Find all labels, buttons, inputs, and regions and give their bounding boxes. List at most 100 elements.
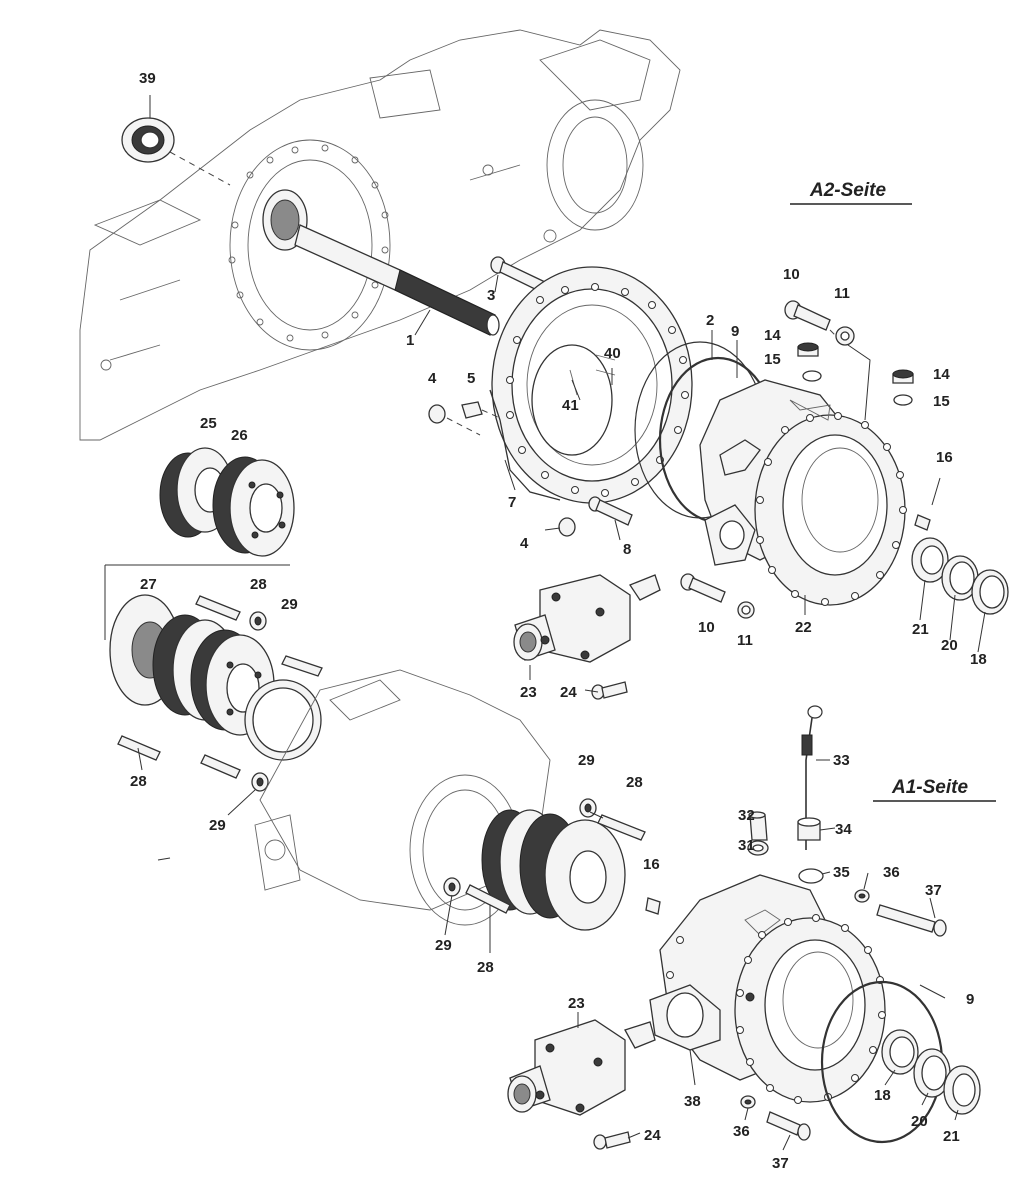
callout-18-upper: 18	[970, 651, 987, 668]
callout-4-upper: 4	[428, 370, 437, 387]
drive-shaft-part-1	[262, 189, 500, 336]
bearing-part-39	[121, 95, 231, 186]
callout-28-right: 28	[626, 774, 643, 791]
callout-10-upper: 10	[783, 266, 800, 283]
callout-9-upper: 9	[731, 323, 739, 340]
callout-31: 31	[738, 837, 755, 854]
bolt-part-24-lower	[593, 1131, 631, 1150]
bolt-part-10-upper	[784, 300, 846, 346]
motor-part-23-upper	[513, 574, 661, 663]
side-label-a1: A1-Seite	[873, 777, 996, 802]
callout-27: 27	[140, 576, 157, 593]
plug-part-14-left	[797, 342, 819, 357]
callout-11-upper: 11	[834, 285, 850, 302]
pin-part-28-right	[597, 814, 646, 841]
callout-34: 34	[835, 821, 852, 838]
callout-2: 2	[706, 312, 714, 329]
callout-21-lower: 21	[943, 1128, 960, 1145]
bolt-part-37-lower	[766, 1111, 811, 1141]
brake-pack-part-27	[104, 564, 290, 736]
callout-15-right: 15	[933, 393, 950, 410]
bearing-part-21-lower	[943, 1065, 981, 1115]
pin-part-28-lower	[200, 754, 241, 779]
motor-part-23-lower	[507, 1019, 656, 1116]
callout-28-center: 28	[477, 959, 494, 976]
callout-labels: 39 3 1 4 5 40 41 2 9 10 11 14 15 14 15 1…	[130, 70, 987, 1172]
side-label-a2: A2-Seite	[790, 180, 912, 205]
callout-9-lower: 9	[966, 991, 974, 1008]
side-label-a1-text: A1-Seite	[891, 777, 968, 798]
callout-25: 25	[200, 415, 217, 432]
housing-flange-holes	[228, 144, 389, 342]
callout-15-left: 15	[764, 351, 781, 368]
ring-part-18-upper	[971, 569, 1009, 615]
hub-housing-a1	[649, 874, 886, 1103]
callout-36-lower: 36	[733, 1123, 750, 1140]
callout-29-center: 29	[435, 937, 452, 954]
washer-part-36-lower	[740, 1095, 756, 1109]
callout-22: 22	[795, 619, 812, 636]
callout-16-lower: 16	[643, 856, 660, 873]
callout-32: 32	[738, 807, 755, 824]
disc-pack-part-26	[212, 456, 295, 557]
hub-housing-holes	[756, 412, 907, 606]
ring-part-20-lower	[913, 1048, 951, 1098]
callout-21-upper: 21	[912, 621, 929, 638]
callout-38: 38	[684, 1093, 701, 1110]
callout-23-lower: 23	[568, 995, 585, 1012]
callout-10-lower: 10	[698, 619, 715, 636]
plug-part-14-right	[892, 369, 914, 384]
callout-29-lower: 29	[209, 817, 226, 834]
washer-part-29-upper	[249, 611, 267, 631]
callout-7: 7	[508, 494, 516, 511]
seal-part-15-right	[893, 394, 913, 406]
callout-29-upper: 29	[281, 596, 298, 613]
callout-16-upper: 16	[936, 449, 953, 466]
callout-20-lower: 20	[911, 1113, 928, 1130]
callout-14-left: 14	[764, 327, 781, 344]
callout-29-right: 29	[578, 752, 595, 769]
seal-part-15-left	[802, 370, 822, 382]
ring-carrier-holes	[506, 283, 689, 497]
callout-18-lower: 18	[874, 1087, 891, 1104]
washer-part-29-right	[579, 798, 597, 818]
pin-part-28-left	[117, 735, 161, 761]
bolt-part-8	[588, 496, 633, 526]
callout-3: 3	[487, 287, 495, 304]
axle-housing	[79, 29, 681, 441]
callout-11-lower: 11	[737, 632, 753, 649]
bearing-part-21-upper	[911, 537, 949, 583]
callout-23-upper: 23	[520, 684, 537, 701]
bolt-part-10-lower	[680, 573, 726, 603]
callout-24-lower: 24	[644, 1127, 661, 1144]
callout-28-left: 28	[130, 773, 147, 790]
fitting-part-16-upper	[914, 477, 941, 531]
callout-37-upper: 37	[925, 882, 942, 899]
callout-24-upper: 24	[560, 684, 577, 701]
callout-20-upper: 20	[941, 637, 958, 654]
breather-part-32	[748, 811, 768, 841]
callout-39: 39	[139, 70, 156, 87]
callout-26: 26	[231, 427, 248, 444]
plug-part-4-lower	[558, 517, 576, 537]
plug-part-4-upper	[428, 404, 481, 436]
ring-carrier-part-7	[489, 266, 693, 504]
hub-housing-part-22	[699, 379, 906, 606]
seal-part-31	[747, 840, 769, 856]
callout-40: 40	[604, 345, 621, 362]
washer-part-36-upper	[854, 889, 870, 903]
callout-35: 35	[833, 864, 850, 881]
callout-4-lower: 4	[520, 535, 529, 552]
callout-14-right: 14	[933, 366, 950, 383]
bolt-part-24-upper	[591, 681, 628, 700]
friction-ring-part-27b	[244, 679, 322, 761]
fitting-part-16-lower	[645, 897, 661, 915]
brake-assembly-center	[481, 809, 626, 931]
callout-5: 5	[467, 370, 475, 387]
seal-part-35	[798, 868, 824, 884]
callout-41: 41	[562, 397, 579, 414]
side-label-a2-text: A2-Seite	[809, 180, 886, 201]
callout-28-upper: 28	[250, 576, 267, 593]
bolt-part-37-upper	[876, 904, 947, 937]
